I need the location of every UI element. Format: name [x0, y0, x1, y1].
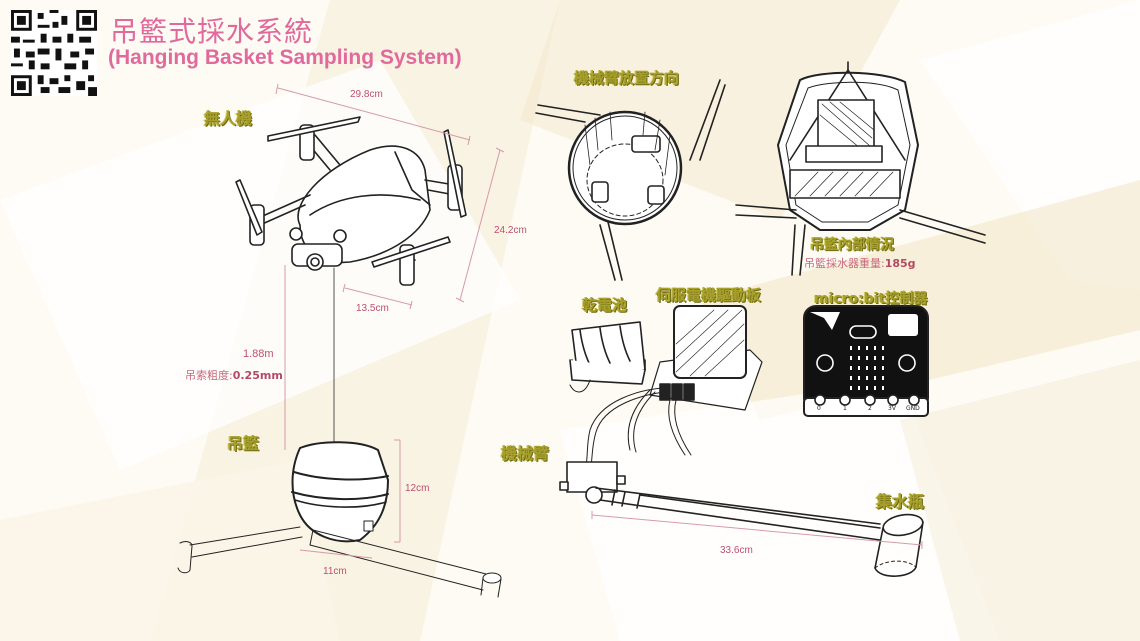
robot-arm-drawing: [559, 461, 924, 577]
drone-drawing: [235, 116, 467, 286]
label-arm-direction: 機械臂放置方向: [574, 69, 680, 87]
page-title: 吊籃式採水系統: [110, 15, 314, 48]
label-battery: 乾電池: [582, 296, 628, 314]
dim-cable-length: 1.88m: [243, 348, 274, 360]
page-subtitle: (Hanging Basket Sampling System): [108, 46, 462, 69]
dim-basket-height: 12cm: [405, 483, 430, 494]
label-servo-board: 伺服電機驅動板: [656, 286, 762, 304]
dim-arm-length: 33.6cm: [720, 545, 753, 556]
label-robot-arm: 機械臂: [501, 444, 550, 463]
servo-board-drawing: [649, 305, 763, 411]
sampler-weight: 吊籃採水器重量:185g: [804, 255, 916, 271]
pin-2: 2: [868, 405, 872, 412]
cable-thickness-label: 吊索粗度:: [185, 369, 233, 382]
pin-gnd: GND: [906, 405, 920, 412]
label-basket: 吊籃: [227, 434, 260, 453]
dim-drone-width: 29.8cm: [350, 89, 383, 100]
qr-code-icon[interactable]: [10, 10, 98, 96]
label-drone: 無人機: [204, 109, 253, 128]
pin-0: 0: [817, 405, 821, 412]
sampler-weight-value: 185g: [884, 257, 916, 270]
pin-3v: 3V: [888, 405, 896, 412]
microbit-drawing: [803, 305, 929, 417]
label-water-bottle: 集水瓶: [876, 492, 925, 511]
label-microbit: micro:bit控制器: [814, 291, 928, 307]
dim-drone-depth: 24.2cm: [494, 225, 527, 236]
sampler-weight-label: 吊籃採水器重量:: [804, 257, 885, 270]
label-basket-interior: 吊籃內部情況: [810, 237, 894, 253]
basket-drawing: [177, 441, 502, 598]
cable-thickness-value: 0.25mm: [232, 369, 283, 382]
cable-thickness: 吊索粗度:0.25mm: [185, 367, 283, 383]
arm-direction-drawing: [535, 79, 726, 281]
dimension-lines: [275, 83, 923, 559]
dim-drone-body: 13.5cm: [356, 303, 389, 314]
pin-1: 1: [843, 405, 847, 412]
basket-interior-drawing: [735, 61, 986, 276]
battery-drawing: [569, 321, 646, 385]
dim-basket-width: 11cm: [323, 566, 347, 577]
